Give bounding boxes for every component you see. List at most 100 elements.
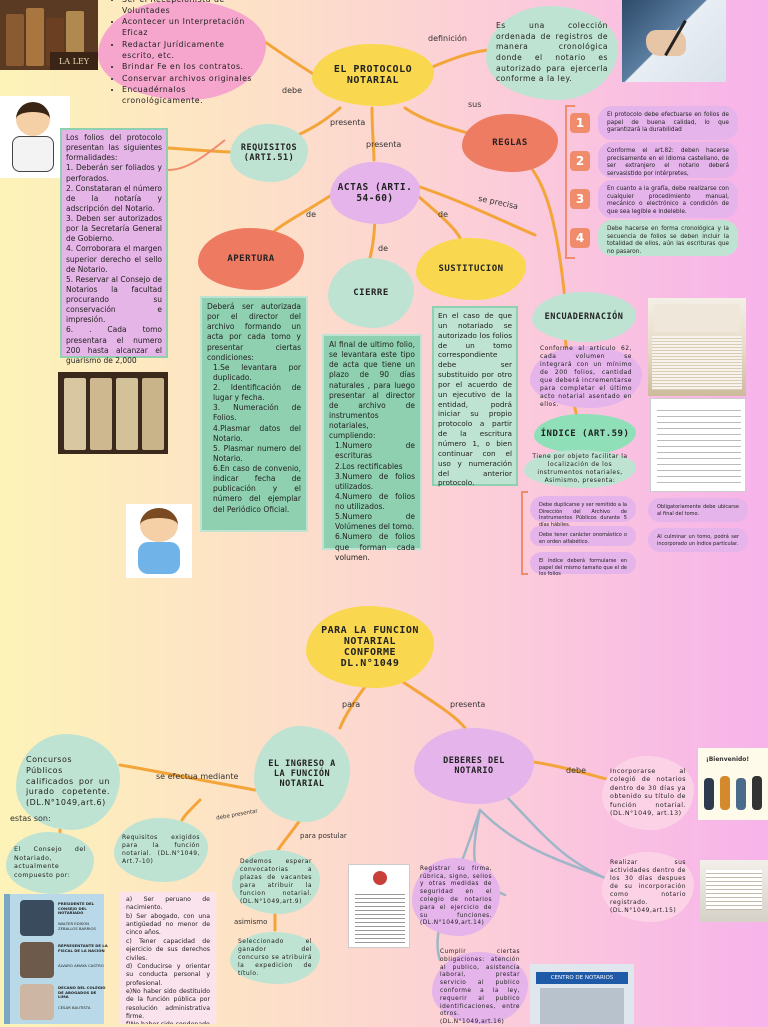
para-postular-label: para postular [300,832,347,840]
ganador-text: Seleccionado el ganador del concurso se … [238,937,312,978]
book-spine [64,378,86,450]
presenta-label: presenta [330,118,366,127]
deber-item: Cumplir ciertas obligaciones: atención a… [440,948,520,1026]
requisitos-item: 2. Constataran el número de la notaría y… [66,183,162,213]
indice-text: Tiene por objeto facilitar la localizaci… [532,452,628,485]
cierre-item: 4.Numero de folios no utilizados. [335,491,415,511]
book-spine [6,14,24,66]
cierre-item: 2.Los rectificables [335,461,403,471]
encuadernacion-node: ENCUADERNACIÓN [532,292,636,342]
person-figure [704,778,714,810]
funcion-title: PARA LA FUNCION NOTARIAL CONFORME DL.N°1… [321,625,419,669]
indice-item: Al culminar un tomo, podrá ser incorpora… [648,528,748,552]
member-photo [20,942,54,978]
convocatorias-bubble: Dedemos esperar convocatorias a plazas d… [232,850,320,914]
rule-item: Conforme el art.82: deben hacerse precis… [598,142,738,178]
deberes-title: DEBERES DEL NOTARIO [443,756,505,776]
convocatorias-text: Dedemos esperar convocatorias a plazas d… [240,857,312,906]
pages-shape [652,336,742,390]
requisitos-box: Los folios del protocolo presentan las s… [60,128,168,365]
requisitos-list-box: a) Ser peruano de nacimiento. b) Ser abo… [120,892,216,1024]
kid-body [138,542,180,574]
debe-label: debe [282,86,302,95]
cierre-item: 6.Numero de folios que forman cada volum… [335,532,415,562]
ingreso-node: EL INGRESO A LA FUNCIÓN NOTARIAL [254,726,350,822]
law-book-photo: LA LEY [0,0,98,70]
book-spine [26,8,44,66]
requisitos-item: 4. Corroborara el margen superior derech… [66,244,162,274]
member-name: CÉSAR BAUTISTA [58,1005,91,1010]
ganador-bubble: Seleccionado el ganador del concurso se … [230,932,320,984]
deber-item: Incorporarse al colegió de notarios dent… [610,767,686,818]
presenta-label: presenta [366,140,402,149]
consejo-bubble: El Consejo del Notariado, actualmente co… [6,832,94,894]
duty-item: Encuadérnalos cronológicamente. [122,84,256,107]
reglas-title: REGLAS [492,138,528,148]
cierre-item: 5.Numero de Volúmenes del tomo. [335,512,415,532]
cierre-box: Al final de ultimo folio, se levantara e… [322,334,422,562]
consejo-members-panel: PRESIDENTE DEL CONSEJO DEL NOTARIADO WAL… [4,894,108,1024]
kid-head [140,508,178,542]
deber-item-bubble: Cumplir ciertas obligaciones: atención a… [432,948,528,1026]
deber-item: Registrar su firma, rúbrica, signo, sell… [420,865,492,927]
estas-son-label: estas son: [10,814,51,823]
cierre-item: 3.Numero de folios utilizados. [335,471,415,491]
apertura-title: APERTURA [227,254,275,264]
indice-item: El índice deberá formularse en papel del… [530,552,636,577]
apertura-node: APERTURA [198,228,304,290]
reglas-node: REGLAS [462,114,558,172]
welcome-text: ¡Bienvenido! [706,756,750,763]
member-photo [20,900,54,936]
sustitucion-node: SUSTITUCION [416,238,526,300]
requisitos-item: 1. Deberán ser foliados y perforados. [66,163,162,183]
index-table-document [650,398,746,492]
requisitos-item: 3. Deben ser autorizados por la Secretar… [66,214,162,244]
documents-stack-image [700,860,768,922]
welcome-image: ¡Bienvenido! [698,748,768,820]
debe-label: debe [566,766,586,775]
efectua-label: se efectua mediante [156,772,239,781]
member-name: WALTER EDISON ZEBALLOS BARRIOS [58,921,96,931]
duties-list: Ser el Recepcionista de Voluntades Acont… [110,0,256,106]
deber-item-bubble: Registrar su firma, rúbrica, signo, sell… [412,858,500,936]
protocolo-title: EL PROTOCOLO NOTARIAL [333,64,413,86]
apertura-item: 3. Numeración de Folios. [213,403,301,423]
asimismo-label: asimismo [234,918,268,926]
emblem-icon [373,871,387,885]
apertura-item: 5. Plasmar numero del Notario. [213,443,301,463]
sustitucion-title: SUSTITUCION [438,264,504,274]
apertura-item: 2. Identificación de lugar y fecha. [213,383,301,403]
requisitos-node: REQUISITOS (ARTI.51) [230,124,308,182]
de-label: de [378,244,388,253]
apertura-item: 4.Plasmar datos del Notario. [213,423,301,443]
rule-number-badge: 1 [570,113,590,133]
definition-text: Es una colección ordenada de registros d… [496,21,608,84]
notary-building-image: CENTRO DE NOTARIOS [530,964,634,1024]
requisitos-intro: Los folios del protocolo presentan las s… [66,133,162,163]
encuadernacion-bubble: Conforme al artículo 62, cada volumen se… [530,345,642,408]
building-sign: CENTRO DE NOTARIOS [536,972,628,984]
apertura-box: Deberá ser autorizada por el director de… [200,296,308,532]
requisitos-title: REQUISITOS (ARTI.51) [240,143,298,163]
resolution-document-image [348,864,410,948]
protocol-books-photo [58,372,168,454]
requisitos-funcion-text: Requisitos exigidos para la función nota… [122,833,200,866]
book-spine [142,378,164,450]
actas-node: ACTAS (ARTI. 54-60) [330,162,420,224]
cierre-node: CIERRE [328,258,414,328]
funcion-title-node: PARA LA FUNCION NOTARIAL CONFORME DL.N°1… [306,606,434,688]
requisitos-list-text: a) Ser peruano de nacimiento. b) Ser abo… [126,896,210,1024]
deber-item: Realizar sus actividades dentro de los 3… [610,858,686,915]
sus-label: sus [468,100,482,109]
rule-number-badge: 2 [570,151,590,171]
boy-body [12,136,54,172]
rule-item: En cuanto a la grafía, debe realizarse c… [598,180,738,218]
deber-item-bubble: Realizar sus actividades dentro de los 3… [602,852,694,922]
person-figure [736,778,746,810]
de-label: de [438,210,448,219]
duties-bubble: Ser el Recepcionista de Voluntades Acont… [98,0,266,105]
indice-title: ÍNDICE (ART.59) [540,429,630,439]
cierre-title: CIERRE [353,288,389,298]
document-lines [355,891,405,943]
person-figure [720,776,730,810]
